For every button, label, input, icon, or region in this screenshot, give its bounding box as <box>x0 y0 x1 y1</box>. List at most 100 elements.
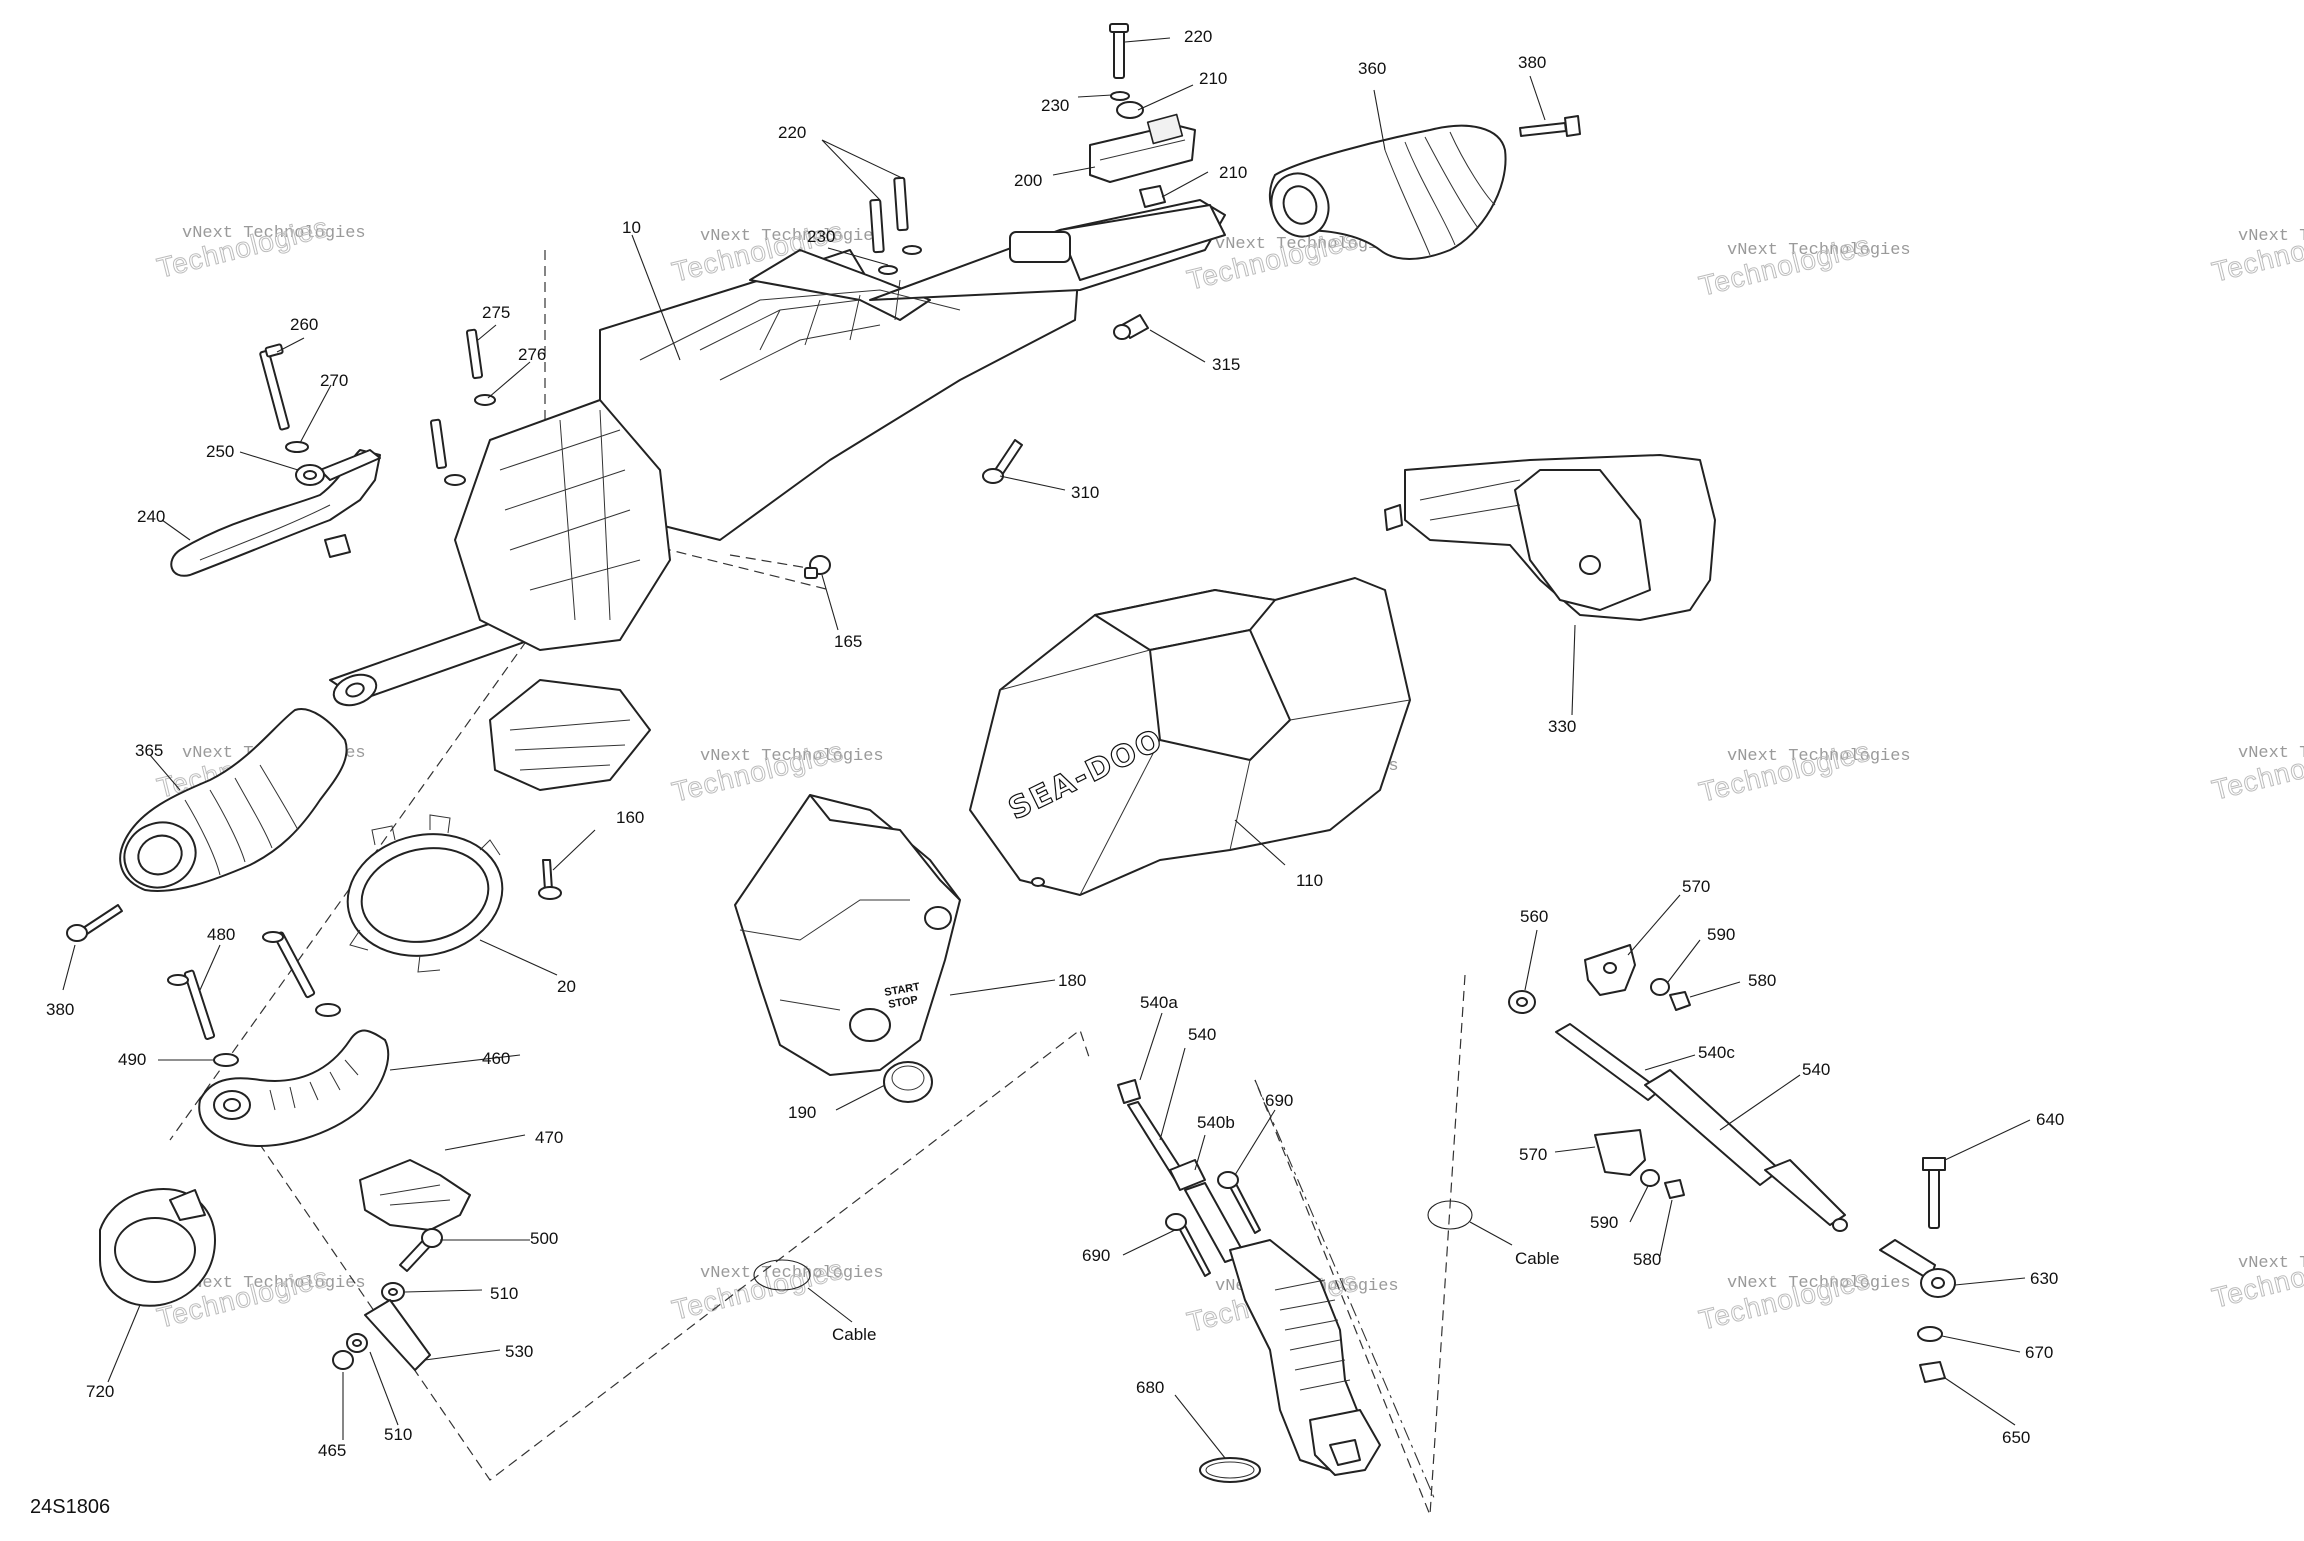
label-315: 315 <box>1212 355 1240 374</box>
watermark-text: vNext Technologies <box>2238 227 2304 246</box>
label-275: 275 <box>482 303 510 322</box>
label-110: 110 <box>1296 871 1323 890</box>
button-190 <box>883 1061 933 1103</box>
label-220: 220 <box>778 123 806 142</box>
label-360: 360 <box>1358 59 1386 78</box>
bracket-570-lower <box>1594 1129 1646 1176</box>
watermark-14: vNext Technologies Technologies <box>1695 1263 1910 1337</box>
label-570: 570 <box>1682 877 1710 896</box>
screw-165 <box>804 555 831 579</box>
nut-465 <box>332 1350 354 1370</box>
label-470: 470 <box>535 1128 563 1147</box>
label-650: 650 <box>2002 1428 2030 1447</box>
cable-loop-a <box>753 1259 811 1291</box>
sensor-200 <box>1089 113 1196 183</box>
label-240: 240 <box>137 507 165 526</box>
label-270: 270 <box>320 371 348 390</box>
right-handle-grip <box>1268 124 1507 260</box>
washer-510-upper <box>381 1282 405 1302</box>
nut-580-lower <box>1664 1179 1685 1199</box>
washer-270 <box>285 441 309 453</box>
watermark-text: vNext Technologies <box>182 1274 366 1293</box>
label-200: 200 <box>1014 171 1042 190</box>
label-590: 590 <box>1707 925 1735 944</box>
label-210: 210 <box>1219 163 1247 182</box>
nut-650 <box>1919 1361 1946 1383</box>
screw-380-right <box>1519 115 1581 137</box>
cable-540-left <box>1117 1079 1381 1476</box>
label-230: 230 <box>1041 96 1069 115</box>
label-670: 670 <box>2025 1343 2053 1362</box>
washer-230-top <box>1110 91 1130 101</box>
label-365: 365 <box>135 741 163 760</box>
center-cover-110: SEA-DOO <box>969 577 1411 896</box>
label-640: 640 <box>2036 1110 2064 1129</box>
watermark-text: Technologies <box>2209 1241 2304 1314</box>
label-690: 690 <box>1082 1246 1110 1265</box>
screws-690 <box>1165 1171 1261 1277</box>
label-190: 190 <box>788 1103 816 1122</box>
right-cover-330 <box>1384 454 1716 621</box>
bolt-640 <box>1922 1157 1946 1229</box>
label-250: 250 <box>206 442 234 461</box>
label-540a: 540a <box>1140 993 1178 1012</box>
label-230: 230 <box>807 227 835 246</box>
watermark-text: vNext Technologies <box>1215 235 1399 254</box>
watermark-9: vNext Technologies Technologies <box>1695 735 1911 809</box>
watermark-4: vNext Technologies Technologies <box>1695 229 1911 303</box>
washer-276 <box>444 394 496 486</box>
label-570: 570 <box>1519 1145 1547 1164</box>
label-10: 10 <box>622 218 641 237</box>
watermark-5: vNext Technologies Technologies <box>2208 215 2304 289</box>
clip-530 <box>364 1299 431 1371</box>
part-labels: 220 230 210 200 210 220 230 360 380 10 3… <box>46 27 2064 1460</box>
label-460: 460 <box>482 1049 510 1068</box>
axis-line <box>1254 1079 1436 1501</box>
label-540b: 540b <box>1197 1113 1235 1132</box>
bracket-570-upper <box>1584 944 1636 996</box>
nut-210-bottom <box>1139 185 1166 208</box>
label-590: 590 <box>1590 1213 1618 1232</box>
screw-380-left <box>66 904 123 942</box>
left-handle-grip <box>119 708 348 892</box>
label-480: 480 <box>207 925 235 944</box>
label-540: 540 <box>1802 1060 1830 1079</box>
label-530: 530 <box>505 1342 533 1361</box>
bolt-260 <box>259 343 290 431</box>
bolt-480 <box>167 931 316 1041</box>
label-490: 490 <box>118 1050 146 1069</box>
cable-540-right <box>1555 1023 1848 1232</box>
cable-route-line <box>1254 974 1466 1516</box>
watermark-text: vNext Technologies <box>1727 241 1911 260</box>
washer-560 <box>1508 990 1536 1014</box>
nut-580-upper <box>1669 991 1691 1011</box>
label-cable: Cable <box>832 1325 876 1344</box>
label-540: 540 <box>1188 1025 1216 1044</box>
watermark-text: vNext Technologies <box>700 227 884 246</box>
watermark-7: vNext Technologies Technologies <box>668 735 884 809</box>
label-165: 165 <box>834 632 862 651</box>
watermark-text: vNext Technologies <box>1727 747 1911 766</box>
watermark-text: vNext Technologies <box>700 1264 884 1283</box>
label-500: 500 <box>530 1229 558 1248</box>
watermark-text: Technologies <box>154 211 332 284</box>
label-510: 510 <box>384 1425 412 1444</box>
watermark-10: vNext Technologies Technologies <box>2208 733 2304 807</box>
label-510: 510 <box>490 1284 518 1303</box>
watermark-text: vNext Technologies <box>700 747 884 766</box>
nut-210-top <box>1116 101 1144 119</box>
pin-500 <box>399 1228 443 1272</box>
washer-670 <box>1917 1326 1943 1342</box>
label-680: 680 <box>1136 1378 1164 1397</box>
label-310: 310 <box>1071 483 1099 502</box>
screw-315 <box>1113 314 1149 340</box>
label-380: 380 <box>46 1000 74 1019</box>
washer-510-lower <box>346 1333 368 1353</box>
label-cable: Cable <box>1515 1249 1559 1268</box>
bolt-220-top <box>1109 23 1129 79</box>
handlebar-housing <box>329 199 1226 791</box>
label-580: 580 <box>1748 971 1776 990</box>
label-465: 465 <box>318 1441 346 1460</box>
washer-590-upper <box>1650 978 1670 996</box>
